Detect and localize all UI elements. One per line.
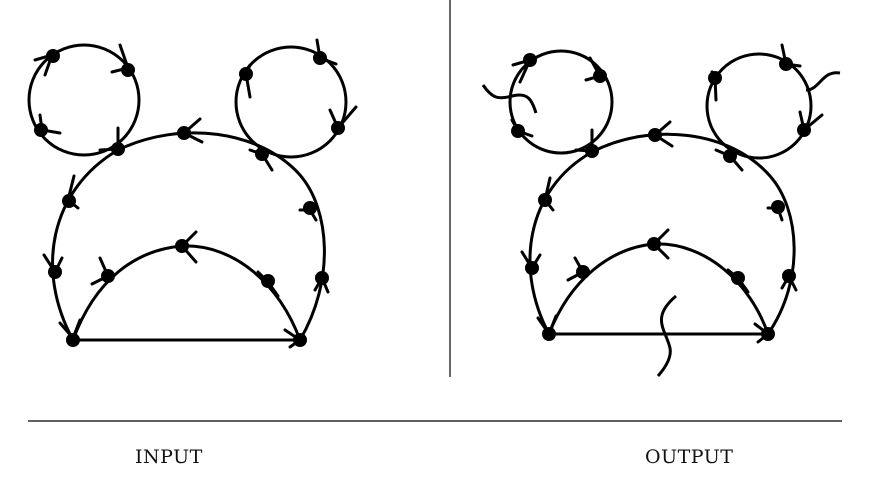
- graph-node: [66, 333, 80, 347]
- output-inner-arc: [547, 242, 770, 335]
- graph-node: [708, 71, 722, 85]
- output-graph: [481, 49, 841, 377]
- input-nodes: [34, 49, 345, 347]
- graph-node: [576, 265, 590, 279]
- graph-node: [111, 142, 125, 156]
- output-caption: OUTPUT: [645, 446, 734, 468]
- input-caption: INPUT: [135, 446, 203, 468]
- graph-node: [48, 265, 62, 279]
- output-left-ear-loop: [508, 49, 614, 155]
- graph-node: [255, 147, 269, 161]
- graph-node: [525, 261, 539, 275]
- output-nodes: [511, 53, 811, 341]
- graph-node: [731, 271, 745, 285]
- input-graph: [27, 43, 348, 342]
- graph-node: [511, 124, 525, 138]
- graph-node: [523, 53, 537, 67]
- graph-node: [761, 327, 775, 341]
- graph-node: [647, 237, 661, 251]
- graph-node: [779, 57, 793, 71]
- graph-node: [331, 121, 345, 135]
- graph-node: [177, 126, 191, 140]
- output-wavy-strand-bottom: [656, 294, 677, 377]
- output-outer-arc: [528, 132, 796, 335]
- graph-node: [101, 269, 115, 283]
- graph-node: [648, 128, 662, 142]
- graph-node: [538, 193, 552, 207]
- input-right-ear-loop: [234, 45, 348, 159]
- output-wavy-strand-left: [481, 84, 538, 114]
- input-outer-arc: [51, 131, 326, 341]
- graph-node: [261, 274, 275, 288]
- input-left-ear-loop: [27, 43, 141, 157]
- graph-node: [313, 51, 327, 65]
- graph-node: [293, 333, 307, 347]
- graph-node: [771, 200, 785, 214]
- graph-node: [46, 49, 60, 63]
- graph-node: [782, 269, 796, 283]
- output-arrow-ticks: [510, 43, 824, 344]
- graph-node: [585, 144, 599, 158]
- graph-node: [315, 271, 329, 285]
- graph-node: [542, 327, 556, 341]
- graph-node: [303, 201, 317, 215]
- graph-node: [121, 63, 135, 77]
- input-arrow-ticks: [33, 38, 358, 349]
- graph-node: [175, 239, 189, 253]
- graph-node: [723, 149, 737, 163]
- output-wavy-strand-right: [805, 71, 841, 92]
- graph-node: [34, 123, 48, 137]
- graph-node: [593, 69, 607, 83]
- graph-node: [797, 123, 811, 137]
- input-inner-arc: [71, 244, 302, 341]
- graph-node: [239, 67, 253, 81]
- graph-node: [62, 194, 76, 208]
- output-right-ear-loop: [705, 52, 813, 160]
